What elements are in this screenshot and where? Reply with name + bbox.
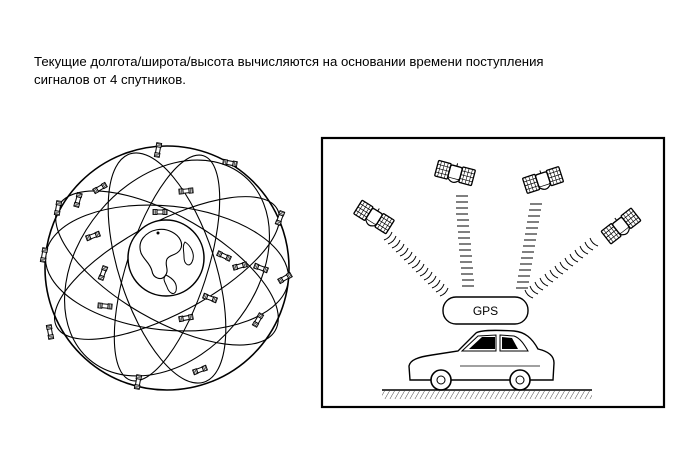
satellite-icon (232, 261, 248, 271)
satellite-icon (251, 312, 265, 328)
satellite-icon (45, 324, 55, 340)
satellite-icon (97, 265, 109, 281)
caption-line-2: сигналов от 4 спутников. (34, 72, 186, 87)
satellite-icon (152, 209, 168, 215)
signal-wave-icon (456, 195, 474, 287)
satellite-icon (153, 142, 163, 158)
satellite-icon (39, 247, 49, 263)
signal-wave-icon (524, 237, 599, 299)
gps-receiver: GPS (442, 296, 529, 325)
earth-icon (127, 219, 205, 297)
satellite-icon (202, 292, 218, 304)
signal-waves (383, 195, 599, 299)
satellite-icon (192, 364, 208, 376)
satellite-icon (73, 192, 83, 208)
satellite-icon (85, 230, 101, 242)
satellite-icon (277, 271, 293, 285)
satellite-icon (222, 158, 238, 168)
caption-line-1: Текущие долгота/широта/высота вычисляютс… (34, 54, 544, 69)
satellite-icon (178, 187, 194, 195)
gps-panel: GPS (320, 136, 666, 409)
satellite-icon (216, 250, 232, 262)
satellite-icon (97, 302, 113, 310)
gps-label: GPS (473, 304, 498, 318)
ground (382, 389, 592, 399)
signal-wave-icon (516, 203, 542, 289)
car-icon (408, 329, 555, 391)
caption: Текущие долгота/широта/высота вычисляютс… (34, 53, 634, 89)
orbit-globe (39, 142, 293, 391)
satellite-icon (178, 313, 194, 323)
signal-wave-icon (383, 231, 449, 297)
